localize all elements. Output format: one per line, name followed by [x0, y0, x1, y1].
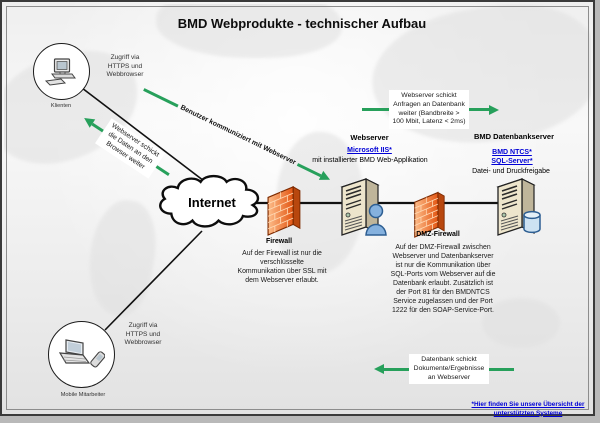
webserver-label: Webserver	[350, 133, 389, 142]
arrow-head-right-icon	[489, 104, 499, 115]
internet-label: Internet	[188, 194, 236, 210]
page-title: BMD Webprodukte - technischer Aufbau	[177, 16, 427, 31]
clients-access-note: Zugriff via HTTPS und Webbrowser	[106, 54, 144, 79]
flow-database-to-webserver-label: Datenbank schickt Dokumente/Ergebnisse a…	[409, 354, 489, 385]
firewall-note: Auf der Firewall ist nur die verschlüsse…	[237, 250, 327, 284]
webserver-subtitle: mit installierter BMD Web-Applikation	[312, 157, 428, 164]
arrow-line	[362, 108, 389, 112]
clients-node	[33, 43, 90, 100]
clients-label: Klienten	[50, 103, 72, 109]
database-server-label: BMD Datenbankserver	[473, 132, 555, 141]
firewall-icon	[267, 185, 301, 236]
mobile-label: Mobile Mitarbeiter	[60, 392, 106, 398]
arrow-line	[489, 367, 514, 371]
arrow-head-left-icon	[374, 364, 384, 375]
diagram-canvas: BMD Webprodukte - technischer Aufbau Kli…	[0, 0, 595, 417]
flow-database-to-webserver: Datenbank schickt Dokumente/Ergebnisse a…	[374, 354, 514, 385]
flow-webserver-to-database-label: Webserver schickt Anfragen an Datenbank …	[389, 90, 469, 130]
webserver-icon	[340, 178, 387, 236]
arrow-line	[384, 367, 409, 371]
user-person-icon	[365, 203, 387, 236]
world-map-background	[4, 4, 591, 412]
mobile-access-note: Zugriff via HTTPS und Webbrowser	[124, 322, 162, 347]
firewall-label: Firewall	[265, 238, 293, 245]
sql-server-link[interactable]: SQL-Server*	[491, 158, 533, 165]
supported-systems-link[interactable]: *Hier finden Sie unsere Übersicht der un…	[471, 401, 585, 417]
microsoft-iis-link[interactable]: Microsoft IIS*	[347, 147, 392, 154]
database-cylinder-icon	[523, 210, 541, 234]
flow-webserver-to-database: Webserver schickt Anfragen an Datenbank …	[362, 90, 499, 130]
arrow-line	[469, 108, 489, 112]
bmd-ntcs-link[interactable]: BMD NTCS*	[492, 149, 532, 156]
laptop-phone-icon	[58, 338, 105, 367]
dmz-firewall-label: DMZ-Firewall	[416, 231, 460, 238]
internet-cloud-icon	[159, 174, 260, 228]
dmz-firewall-note: Auf der DMZ-Firewall zwischen Webserver …	[390, 244, 496, 314]
database-server-icon	[496, 178, 541, 236]
database-server-subtitle: Datei- und Druckfreigabe	[472, 168, 550, 175]
mobile-node	[48, 321, 115, 388]
desktop-computer-icon	[44, 57, 76, 86]
